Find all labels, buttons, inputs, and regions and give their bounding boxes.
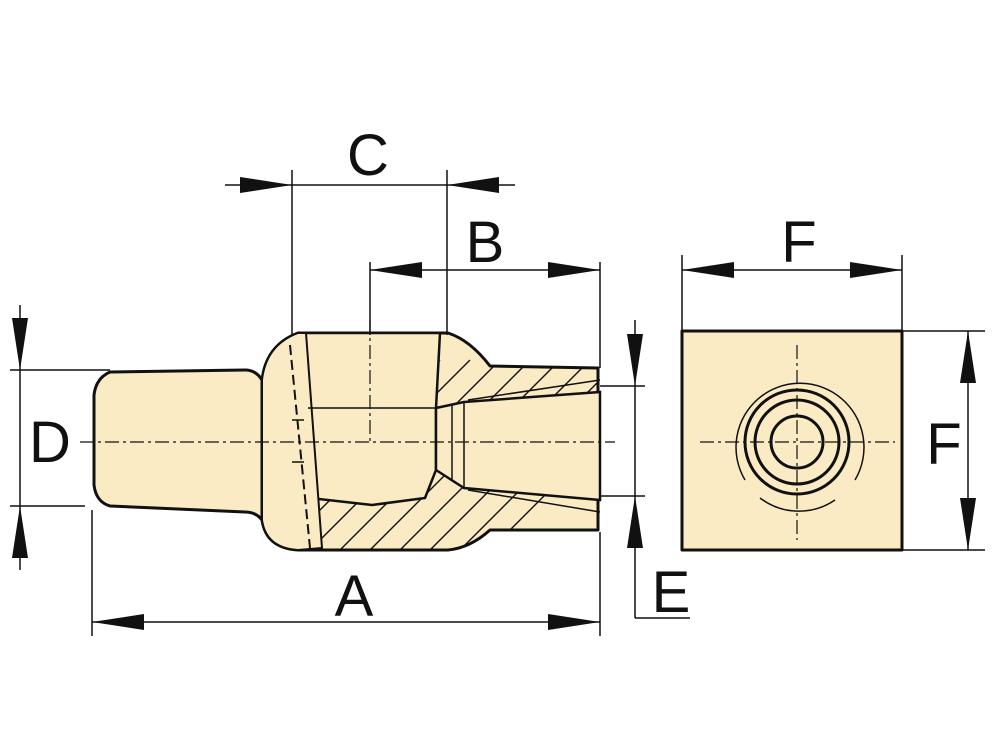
dimensions (10, 170, 985, 636)
threaded-bore (434, 390, 602, 502)
thread-line-bottom (467, 489, 601, 513)
dimension-f-side (902, 330, 985, 551)
dimension-e (600, 320, 690, 619)
label-f-top: F (781, 210, 816, 275)
thread-arc-lower (759, 497, 836, 512)
label-f-side: F (926, 412, 961, 477)
dimension-b (369, 262, 601, 368)
label-d: D (29, 410, 71, 475)
thread-line-top (467, 379, 601, 401)
dimension-d (10, 305, 110, 570)
left-chamfer-dash (289, 344, 311, 549)
thread-arc (735, 382, 865, 481)
label-b: B (466, 210, 505, 275)
dimension-c (225, 170, 515, 335)
shank-outline (92, 368, 264, 522)
front-view (680, 329, 904, 552)
dimension-f-top (681, 255, 903, 331)
side-view (80, 320, 615, 552)
square-outline (680, 329, 904, 552)
label-c: C (347, 123, 389, 188)
dimension-a (91, 510, 601, 636)
label-e: E (652, 560, 691, 625)
label-a: A (335, 564, 374, 629)
